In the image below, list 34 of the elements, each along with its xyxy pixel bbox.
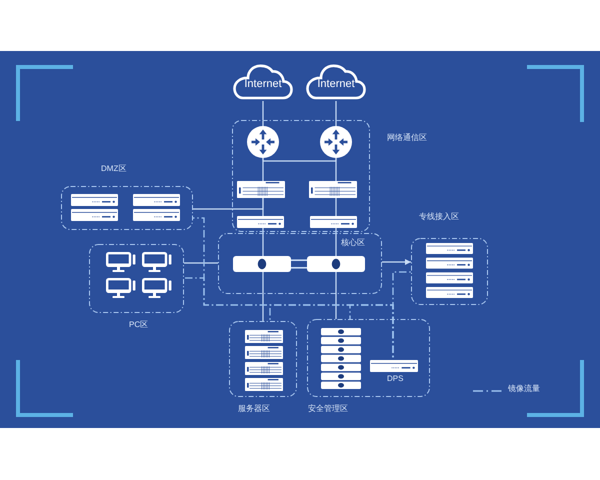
router-icon [247,126,279,158]
cloud: Internet [305,64,367,101]
legend-label: 镜像流量 [508,385,540,393]
connector-line [262,228,264,256]
switch-icon [233,256,291,272]
server-icon [237,216,284,228]
connector-line [193,198,264,210]
connector-line [262,158,264,181]
connector-line [335,101,337,126]
connector-line [335,228,337,256]
connector-line [335,158,337,181]
switch-icon [307,256,365,272]
zone-label: 核心区 [341,239,365,247]
connector-line [262,101,264,126]
cloud: Internet [232,64,294,101]
zone-label: 安全管理区 [308,405,348,413]
connector-line [262,272,264,321]
connector-line [335,272,337,319]
router-icon [320,126,352,158]
server-icon [237,181,285,198]
dashed-line [392,271,411,360]
double-line [291,259,307,269]
zone-label: 服务器区 [238,405,270,413]
connector-line [262,158,337,162]
arrow [382,259,411,265]
zone-label: 网络通信区 [387,134,427,142]
connector-line [335,198,337,216]
server-icon [310,216,357,228]
server-icon [309,181,357,198]
device-label: DPS [387,375,404,383]
connector-line [184,262,218,264]
zone-label: 专线接入区 [419,213,459,221]
zone-label: DMZ区 [101,165,126,173]
zone-label: PC区 [129,321,148,329]
